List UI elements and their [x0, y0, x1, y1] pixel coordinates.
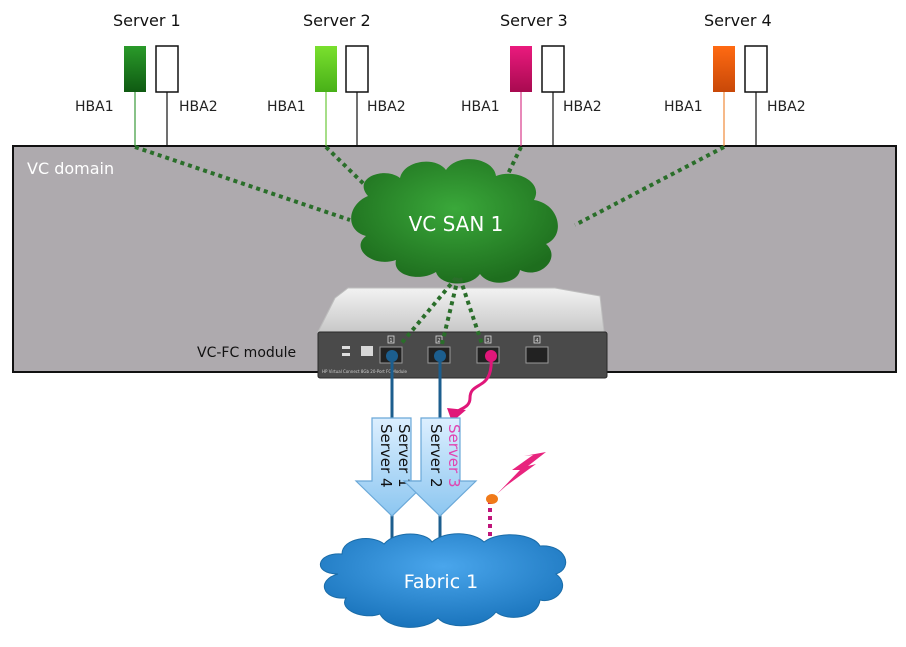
arrow-line-1: Server 1 [395, 424, 413, 488]
server-name: Server 4 [704, 11, 772, 30]
arrow-line-2: Server 4 [377, 424, 395, 488]
hba2-card [744, 45, 768, 93]
hba2-label: HBA2 [563, 99, 602, 115]
hba1-card [315, 46, 337, 92]
svg-text:4: 4 [535, 338, 538, 344]
san-link-server-3 [503, 146, 523, 181]
server-name: Server 3 [500, 11, 568, 30]
arrow-line-2: Server 2 [427, 424, 445, 488]
hba1-card [713, 46, 735, 92]
hba1-label: HBA1 [461, 99, 500, 115]
hp-logo-icon [361, 346, 373, 356]
svg-text:2: 2 [437, 338, 440, 344]
hba1-card [124, 46, 146, 92]
hba2-card [155, 45, 179, 93]
svg-text:1: 1 [389, 338, 392, 344]
module-caption: HP Virtual Connect 8Gb 20-Port FC Module [322, 369, 407, 374]
san-link-server-2 [324, 145, 374, 194]
cloud-to-port-links [398, 276, 484, 347]
vc-fc-module-label: VC-FC module [197, 345, 296, 361]
hba2-label: HBA2 [367, 99, 406, 115]
hba2-label: HBA2 [179, 99, 218, 115]
server-name: Server 2 [303, 11, 371, 30]
hba1-label: HBA1 [267, 99, 306, 115]
san-link-server-1 [134, 145, 351, 222]
server-2: Server 2 HBA1 HBA2 [267, 11, 406, 146]
fabric-cloud: Fabric 1 [319, 533, 567, 628]
port-4: 4 [525, 335, 549, 364]
server-1: Server 1 HBA1 HBA2 [75, 11, 218, 146]
hba1-label: HBA1 [664, 99, 703, 115]
lightning-bolt-icon [497, 452, 546, 494]
vc-domain-label: VC domain [27, 159, 114, 178]
hba2-card [541, 45, 565, 93]
flow-arrow-2: Server 3 Server 2 [402, 417, 478, 517]
hba1-label: HBA1 [75, 99, 114, 115]
server-name: Server 1 [113, 11, 181, 30]
san-links [134, 145, 725, 227]
arrow-line-1: Server 3 [445, 424, 463, 488]
server-3: Server 3 HBA1 HBA2 [461, 11, 602, 146]
vc-san-cloud: VC SAN 1 [351, 159, 558, 284]
svg-text:3: 3 [486, 338, 489, 344]
hba1-card [510, 46, 532, 92]
fabric-label: Fabric 1 [404, 571, 479, 593]
server-4: Server 4 HBA1 HBA2 [664, 11, 806, 146]
hba2-card [345, 45, 369, 93]
flow-arrow-1: Server 1 Server 4 [354, 417, 430, 517]
vc-san-label: VC SAN 1 [409, 212, 504, 236]
hba2-label: HBA2 [767, 99, 806, 115]
failure-point [486, 494, 498, 504]
link-failure-indicator [486, 452, 546, 540]
